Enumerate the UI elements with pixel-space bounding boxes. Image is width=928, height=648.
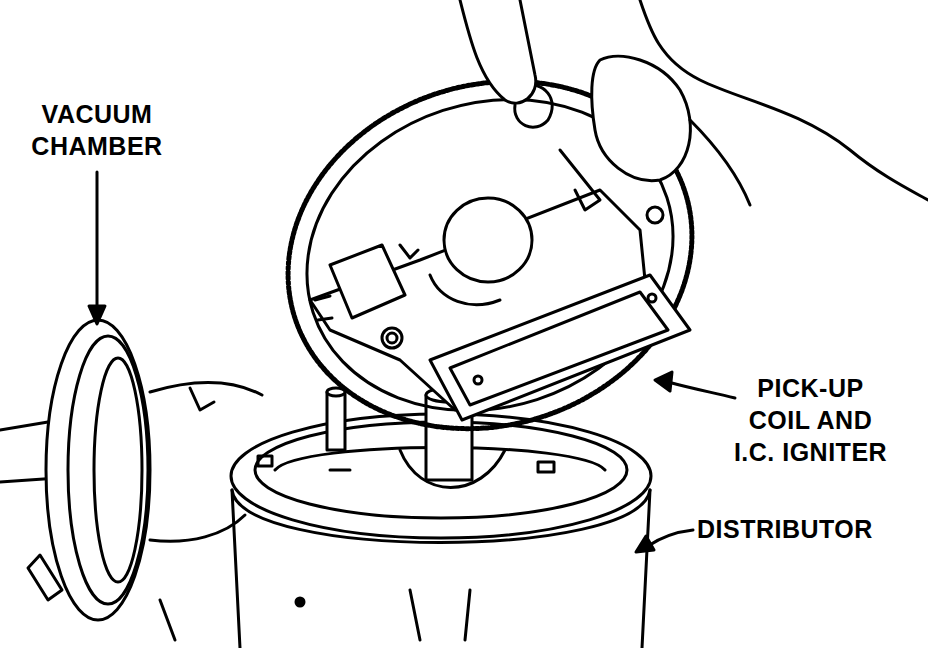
part-label-text: DISTRIBUTOR bbox=[697, 515, 873, 543]
arrow-head bbox=[655, 372, 672, 391]
pick-up-coil-drawing bbox=[243, 30, 738, 480]
hand-drawing bbox=[460, 0, 928, 205]
leader-line bbox=[96, 172, 99, 312]
leader-line bbox=[648, 530, 693, 546]
leader-lines bbox=[89, 172, 735, 552]
part-label-text: VACUUM CHAMBER bbox=[31, 100, 162, 160]
leader-line bbox=[668, 382, 735, 398]
part-label: DISTRIBUTOR bbox=[697, 513, 902, 545]
arrow-head bbox=[636, 536, 654, 552]
part-label-text: PICK-UP COIL AND I.C. IGNITER bbox=[734, 374, 887, 466]
part-label: PICK-UP COIL AND I.C. IGNITER bbox=[728, 372, 893, 468]
arrow-head bbox=[89, 306, 105, 324]
part-label: VACUUM CHAMBER bbox=[22, 98, 172, 162]
